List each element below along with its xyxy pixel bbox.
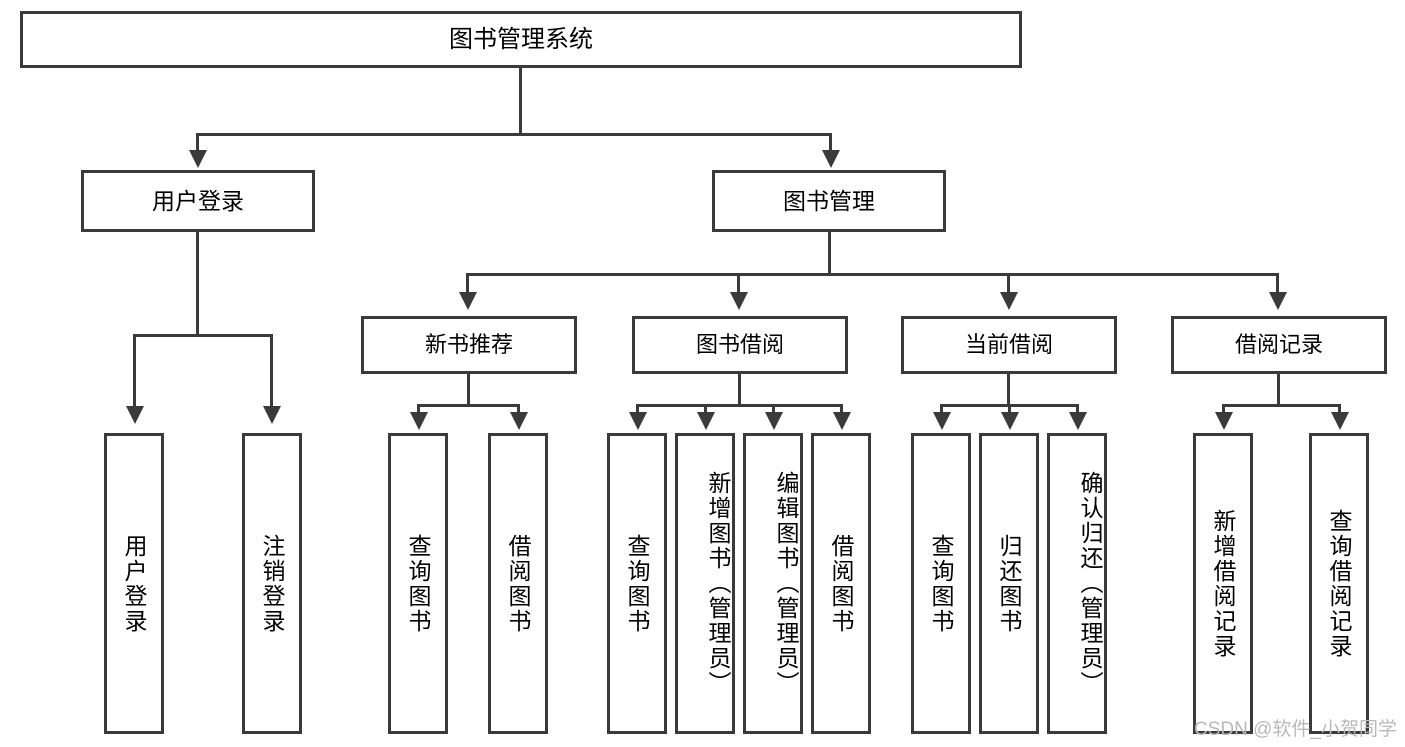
arrow-current-borrow-child-2 [1069, 412, 1087, 430]
edge-book-manage-child-3 [1276, 273, 1279, 297]
edge-borrow-record-bus [1222, 404, 1341, 407]
arrow-current-borrow-child-0 [933, 412, 951, 430]
leaf-book-borrow-add: 新增图书（管理员） [675, 433, 735, 734]
node-label: 图书管理 [783, 187, 875, 214]
leaf-current-borrow-query: 查询图书 [911, 433, 971, 734]
edge-book-borrow-bus [636, 404, 843, 407]
edge-borrow-record-stem [1277, 374, 1280, 406]
node-label: 查询借阅记录 [1326, 508, 1353, 659]
edge-borrow-record-child-0 [1222, 404, 1225, 416]
leaf-borrow-record-query: 查询借阅记录 [1309, 433, 1369, 734]
arrow-borrow-record-child-1 [1331, 412, 1349, 430]
edge-book-borrow-stem [738, 374, 741, 406]
edge-new-book-stem [467, 374, 470, 406]
edge-book-manage-stem [828, 232, 831, 276]
edge-current-borrow-stem [1007, 374, 1010, 406]
edge-current-borrow-child-0 [940, 404, 943, 416]
leaf-book-borrow-edit: 编辑图书（管理员） [743, 433, 803, 734]
arrow-book-manage-child-3 [1269, 292, 1287, 310]
arrow-user-login-child-0 [126, 406, 144, 424]
edge-current-borrow-child-1 [1008, 404, 1011, 416]
arrow-user-login-child-1 [263, 406, 281, 424]
arrow-new-book-child-0 [410, 412, 428, 430]
edge-book-manage-child-2 [1007, 273, 1010, 297]
node-label: 新增借阅记录 [1210, 508, 1237, 659]
node-label: 查询图书 [624, 533, 651, 634]
node-book-management: 图书管理 [712, 170, 946, 232]
edge-user-login-child-1 [270, 334, 273, 410]
leaf-current-borrow-return: 归还图书 [979, 433, 1039, 734]
node-label: 确认归还（管理员） [1077, 471, 1103, 696]
leaf-current-borrow-confirm-return: 确认归还（管理员） [1047, 433, 1107, 734]
edge-root-bus [196, 133, 832, 136]
edge-new-book-bus [417, 404, 520, 407]
node-label: 查询图书 [928, 533, 955, 634]
leaf-book-borrow-borrow: 借阅图书 [811, 433, 871, 734]
node-label: 用户登录 [121, 533, 148, 634]
node-label: 新增图书（管理员） [705, 471, 731, 696]
arrow-to-book-manage [822, 150, 840, 168]
arrow-book-borrow-child-1 [697, 412, 715, 430]
node-label: 图书借阅 [695, 331, 784, 357]
node-label: 新书推荐 [424, 331, 513, 357]
edge-book-manage-bus [466, 273, 1278, 276]
node-current-borrow: 当前借阅 [901, 316, 1117, 374]
edge-new-book-child-1 [517, 404, 520, 416]
arrow-book-borrow-child-0 [629, 412, 647, 430]
node-label: 注销登录 [259, 533, 286, 634]
leaf-user-login-login: 用户登录 [104, 433, 164, 734]
node-borrow-record: 借阅记录 [1171, 316, 1387, 374]
node-book-borrow: 图书借阅 [632, 316, 848, 374]
arrow-new-book-child-1 [510, 412, 528, 430]
arrow-book-manage-child-1 [730, 292, 748, 310]
leaf-borrow-record-add: 新增借阅记录 [1193, 433, 1253, 734]
node-label: 用户登录 [152, 187, 244, 214]
arrow-borrow-record-child-0 [1215, 412, 1233, 430]
edge-user-login-child-0 [133, 334, 136, 410]
leaf-new-book-borrow: 借阅图书 [488, 433, 548, 734]
edge-book-borrow-child-3 [840, 404, 843, 416]
node-label: 借阅图书 [505, 533, 532, 634]
arrow-book-manage-child-2 [1000, 292, 1018, 310]
arrow-current-borrow-child-1 [1001, 412, 1019, 430]
leaf-user-login-logout: 注销登录 [242, 433, 302, 734]
arrow-book-borrow-child-2 [765, 412, 783, 430]
node-label: 图书管理系统 [449, 25, 593, 53]
edge-book-borrow-child-2 [772, 404, 775, 416]
edge-user-login-stem [196, 232, 199, 337]
edge-borrow-record-child-1 [1338, 404, 1341, 416]
edge-current-borrow-child-2 [1076, 404, 1079, 416]
arrow-book-manage-child-0 [459, 292, 477, 310]
edge-root-to-user-login [196, 133, 199, 155]
edge-root-to-book-manage [829, 133, 832, 155]
node-root-system: 图书管理系统 [20, 11, 1022, 68]
arrow-to-user-login [189, 150, 207, 168]
edge-book-borrow-child-0 [636, 404, 639, 416]
leaf-new-book-query: 查询图书 [388, 433, 448, 734]
node-label: 借阅图书 [828, 533, 855, 634]
edge-root-stem [519, 68, 522, 135]
edge-user-login-bus [133, 334, 273, 337]
node-label: 查询图书 [405, 533, 432, 634]
edge-book-borrow-child-1 [704, 404, 707, 416]
edge-book-manage-child-1 [737, 273, 740, 297]
edge-book-manage-child-0 [466, 273, 469, 297]
node-user-login: 用户登录 [81, 170, 315, 232]
node-label: 归还图书 [996, 533, 1023, 634]
arrow-book-borrow-child-3 [833, 412, 851, 430]
node-new-book-recommend: 新书推荐 [361, 316, 577, 374]
edge-new-book-child-0 [417, 404, 420, 416]
leaf-book-borrow-query: 查询图书 [607, 433, 667, 734]
node-label: 借阅记录 [1234, 331, 1323, 357]
node-label: 编辑图书（管理员） [773, 471, 799, 696]
node-label: 当前借阅 [964, 331, 1053, 357]
